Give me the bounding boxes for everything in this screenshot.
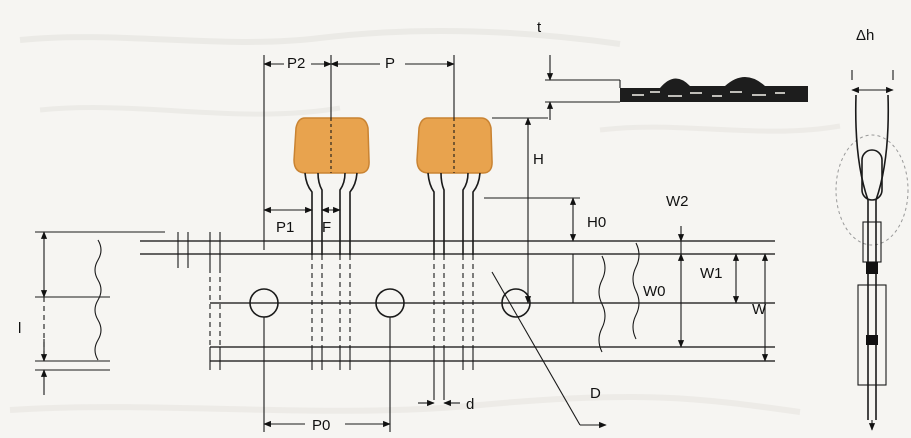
tape-left-end — [177, 232, 221, 370]
label-p: P — [385, 55, 395, 72]
break-line-1 — [598, 255, 606, 353]
p1-f-dimensions: P1 F — [263, 206, 341, 236]
label-l: l — [18, 320, 21, 337]
label-f: F — [322, 219, 331, 236]
capacitor-2 — [416, 117, 493, 400]
capacitor-2-body — [416, 117, 493, 174]
thickness-detail: t — [537, 19, 808, 120]
tape-cross-section — [620, 77, 808, 102]
label-d: d — [466, 396, 474, 413]
capacitor-1 — [293, 117, 370, 370]
break-line-2 — [632, 242, 640, 340]
p0-dimension: P0 — [263, 317, 391, 434]
label-h0: H0 — [587, 214, 606, 231]
label-w1: W1 — [700, 265, 723, 282]
capacitor-1-body — [293, 117, 370, 174]
label-p2: P2 — [287, 55, 305, 72]
label-delta-h: Δh — [856, 27, 874, 44]
label-w: W — [752, 301, 767, 318]
width-dimensions: W2 W0 W1 W — [643, 193, 769, 362]
carrier-tape — [140, 240, 775, 362]
label-w0: W0 — [643, 283, 666, 300]
h0-dimension: H0 — [484, 197, 606, 303]
label-t: t — [537, 19, 542, 36]
label-w2: W2 — [666, 193, 689, 210]
background-texture — [9, 27, 841, 415]
d-dimension: d — [418, 396, 474, 413]
label-h: H — [533, 151, 544, 168]
label-d-upper: D — [590, 385, 601, 402]
label-p1: P1 — [276, 219, 294, 236]
label-p0: P0 — [312, 417, 330, 434]
pitch-dimensions: P2 P — [263, 55, 455, 250]
side-view: Δh — [835, 27, 909, 431]
h-dimension: H — [492, 117, 548, 304]
hole-diameter-leader: D — [491, 271, 607, 429]
left-section-dimension: l — [18, 231, 165, 395]
